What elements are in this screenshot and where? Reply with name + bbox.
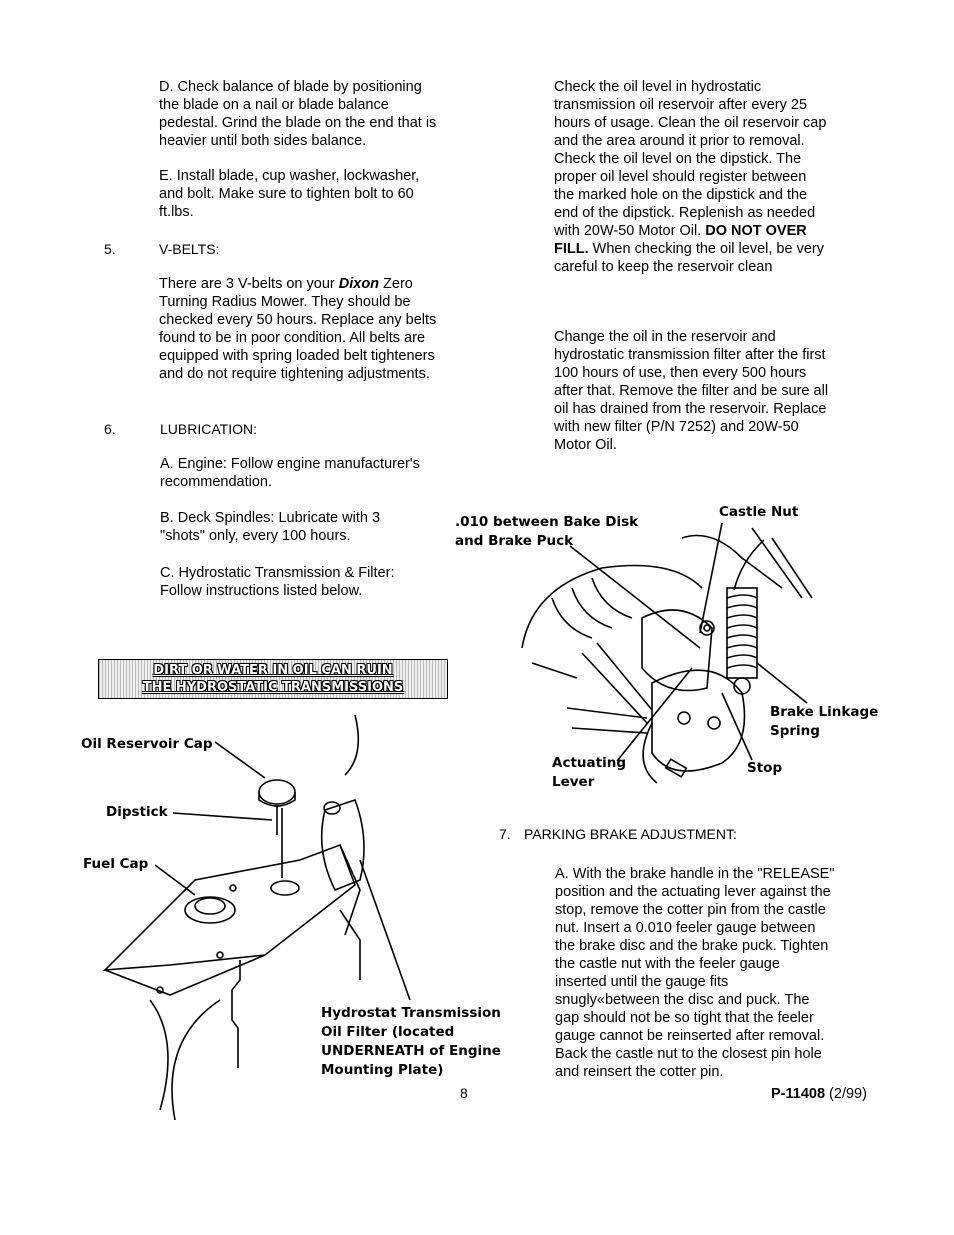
blade-balance-paragraph: D. Check balance of blade by positioning…: [159, 79, 437, 149]
section-5-number: 5.: [104, 241, 116, 257]
label-gap-line-2: and Brake Puck: [455, 533, 574, 549]
section-6-title: LUBRICATION:: [160, 421, 257, 437]
brand-name: Dixon: [338, 276, 380, 292]
lubrication-engine: A. Engine: Follow engine manufacturer's …: [160, 456, 420, 490]
label-lever-line-1: Actuating: [552, 755, 626, 771]
label-dipstick: Dipstick: [106, 804, 168, 820]
label-gap-line-1: .010 between Bake Disk: [455, 514, 639, 530]
label-filter-line-4: Mounting Plate): [321, 1062, 444, 1078]
label-fuel-cap: Fuel Cap: [83, 856, 149, 872]
label-lever-line-2: Lever: [552, 774, 595, 790]
vbelts-paragraph: There are 3 V-belts on your Dixon Zero T…: [159, 276, 437, 382]
label-castle-nut: Castle Nut: [719, 504, 799, 520]
document-number: P-11408 (2/99): [771, 1086, 867, 1102]
lubrication-spindles: B. Deck Spindles: Lubricate with 3 "shot…: [160, 510, 381, 544]
section-7-title: PARKING BRAKE ADJUSTMENT:: [524, 826, 737, 842]
warning-do-not-overfill: DO NOT OVER FILL.: [554, 223, 807, 257]
reservoir-illustration: [102, 714, 411, 1120]
label-spring-line-2: Spring: [770, 723, 820, 739]
label-stop: Stop: [747, 760, 783, 776]
section-7-number: 7.: [499, 826, 511, 842]
oil-change-paragraph: Change the oil in the reservoir and hydr…: [554, 329, 829, 453]
section-5-title: V-BELTS:: [159, 241, 220, 257]
blade-install-paragraph: E. Install blade, cup washer, lockwasher…: [159, 168, 420, 220]
oil-check-paragraph: Check the oil level in hydrostatic trans…: [554, 79, 827, 275]
label-filter-line-3: UNDERNEATH of Engine: [321, 1043, 501, 1059]
label-filter-line-1: Hydrostat Transmission: [321, 1005, 501, 1021]
lubrication-hydrostatic: C. Hydrostatic Transmission & Filter: Fo…: [160, 565, 395, 599]
warning-banner: DIRT OR WATER IN OIL CAN RUIN THE HYDROS…: [98, 659, 448, 699]
label-oil-reservoir-cap: Oil Reservoir Cap: [81, 736, 213, 752]
page-number: 8: [460, 1085, 468, 1101]
brake-illustration: [521, 522, 813, 784]
label-filter-line-2: Oil Filter (located: [321, 1024, 455, 1040]
section-6-number: 6.: [104, 421, 116, 437]
brake-adjustment-paragraph: A. With the brake handle in the "RELEASE…: [555, 866, 835, 1080]
label-spring-line-1: Brake Linkage: [770, 704, 879, 720]
